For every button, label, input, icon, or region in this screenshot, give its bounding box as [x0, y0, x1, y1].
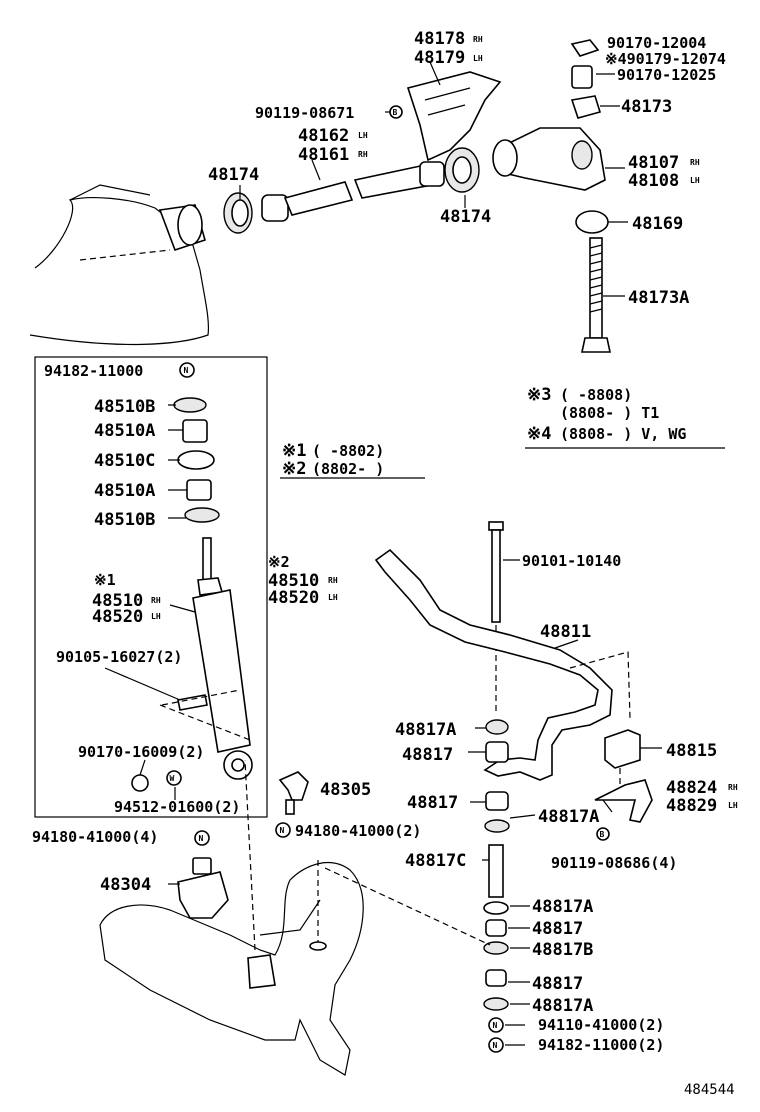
label-48811: 48811 [540, 622, 591, 642]
label-48817-1: 48817 [402, 745, 453, 765]
label-48520-mid: 48520 [268, 588, 319, 608]
label-94182-11000-top: 94182-11000 [44, 362, 143, 380]
note-2-mark: ※2 [282, 459, 306, 479]
label-48510A-bottom: 48510A [94, 481, 155, 501]
note-3-mark: ※3 [527, 385, 551, 405]
label-48108-side: LH [690, 176, 700, 185]
label-90119-08686: 90119-08686(4) [551, 854, 677, 872]
note-2-text: (8802- ) [312, 460, 384, 478]
label-48817C: 48817C [405, 851, 466, 871]
label-90170-12004: 90170-12004 [607, 34, 706, 52]
label-48174-right: 48174 [440, 207, 491, 227]
label-48510A-top: 48510A [94, 421, 155, 441]
label-94110-41000: 94110-41000(2) [538, 1016, 664, 1034]
label-48179: 48179 [414, 48, 465, 68]
label-48161-side: RH [358, 150, 368, 159]
label-90170-12025: 90170-12025 [617, 66, 716, 84]
label-48817-2: 48817 [407, 793, 458, 813]
torsion-bar-assembly [29, 39, 628, 353]
label-90170-16009: 90170-16009(2) [78, 743, 204, 761]
stabilizer-assembly: B N N [280, 447, 725, 1053]
label-94182-11000-bottom: 94182-11000(2) [538, 1036, 664, 1054]
label-48162: 48162 [298, 126, 349, 146]
svg-text:W: W [170, 774, 175, 783]
label-48817A-2: 48817A [538, 807, 599, 827]
figure-number: 484544 [684, 1082, 735, 1098]
label-48520-shock-side: LH [151, 612, 161, 621]
label-48520-shock: 48520 [92, 607, 143, 627]
label-48817-4: 48817 [532, 974, 583, 994]
svg-text:N: N [280, 826, 285, 835]
note-3-text: ( -8808) [560, 386, 632, 404]
label-48510C: 48510C [94, 451, 155, 471]
label-48829: 48829 [666, 796, 717, 816]
label-94180-41000-left: 94180-41000(4) [32, 828, 158, 846]
part-labels: 48178 RH 48179 LH 90170-12004 ※490179-12… [32, 29, 738, 1098]
label-48510B-bottom: 48510B [94, 510, 155, 530]
note-1-text: ( -8802) [312, 442, 384, 460]
label-48108: 48108 [628, 171, 679, 191]
label-48178: 48178 [414, 29, 465, 49]
b-circle-icon: B [389, 105, 403, 119]
label-48510-mid: 48510 [268, 571, 319, 591]
label-90105-16027: 90105-16027(2) [56, 648, 182, 666]
label-48824: 48824 [666, 778, 717, 798]
label-48829-side: LH [728, 801, 738, 810]
note-3b-text: (8808- ) T1 [560, 404, 659, 422]
svg-text:N: N [493, 1041, 498, 1050]
label-48817A-3: 48817A [532, 897, 593, 917]
svg-text:N: N [184, 366, 189, 375]
label-48173A: 48173A [628, 288, 689, 308]
label-48304: 48304 [100, 875, 151, 895]
note-4-mark: ※4 [527, 424, 551, 444]
label-48107-side: RH [690, 158, 700, 167]
label-48162-side: LH [358, 131, 368, 140]
label-48169: 48169 [632, 214, 683, 234]
label-48510B-top: 48510B [94, 397, 155, 417]
label-48824-side: RH [728, 783, 738, 792]
label-48174-left: 48174 [208, 165, 259, 185]
label-48817A-4: 48817A [532, 996, 593, 1016]
label-48520-mid-side: LH [328, 593, 338, 602]
note-1-mark: ※1 [282, 441, 306, 461]
svg-text:N: N [199, 834, 204, 843]
label-48179-side: LH [473, 54, 483, 63]
label-48305: 48305 [320, 780, 371, 800]
label-94180-41000-mid: 94180-41000(2) [295, 822, 421, 840]
label-48817B: 48817B [532, 940, 593, 960]
lower-frame: N N [99, 759, 491, 1076]
label-48817A-1: 48817A [395, 720, 456, 740]
note-4-text: (8808- ) V, WG [560, 425, 686, 443]
label-48107: 48107 [628, 153, 679, 173]
label-48815: 48815 [666, 741, 717, 761]
label-48173: 48173 [621, 97, 672, 117]
label-48817-3: 48817 [532, 919, 583, 939]
mark-2-mid: ※2 [268, 553, 290, 571]
svg-text:N: N [493, 1021, 498, 1030]
svg-text:B: B [600, 830, 605, 839]
label-48161: 48161 [298, 145, 349, 165]
label-90179-12074: ※490179-12074 [605, 50, 726, 68]
label-48510-shock-side: RH [151, 596, 161, 605]
mark-1-shock: ※1 [94, 571, 116, 589]
label-90119-08671: 90119-08671 [255, 104, 354, 122]
label-48510-shock: 48510 [92, 591, 143, 611]
label-90101-10140: 90101-10140 [522, 552, 621, 570]
svg-text:B: B [393, 108, 398, 117]
label-94512-01600: 94512-01600(2) [114, 798, 240, 816]
label-48178-side: RH [473, 35, 483, 44]
shock-absorber-group: N W [34, 356, 268, 818]
label-48510-mid-side: RH [328, 576, 338, 585]
